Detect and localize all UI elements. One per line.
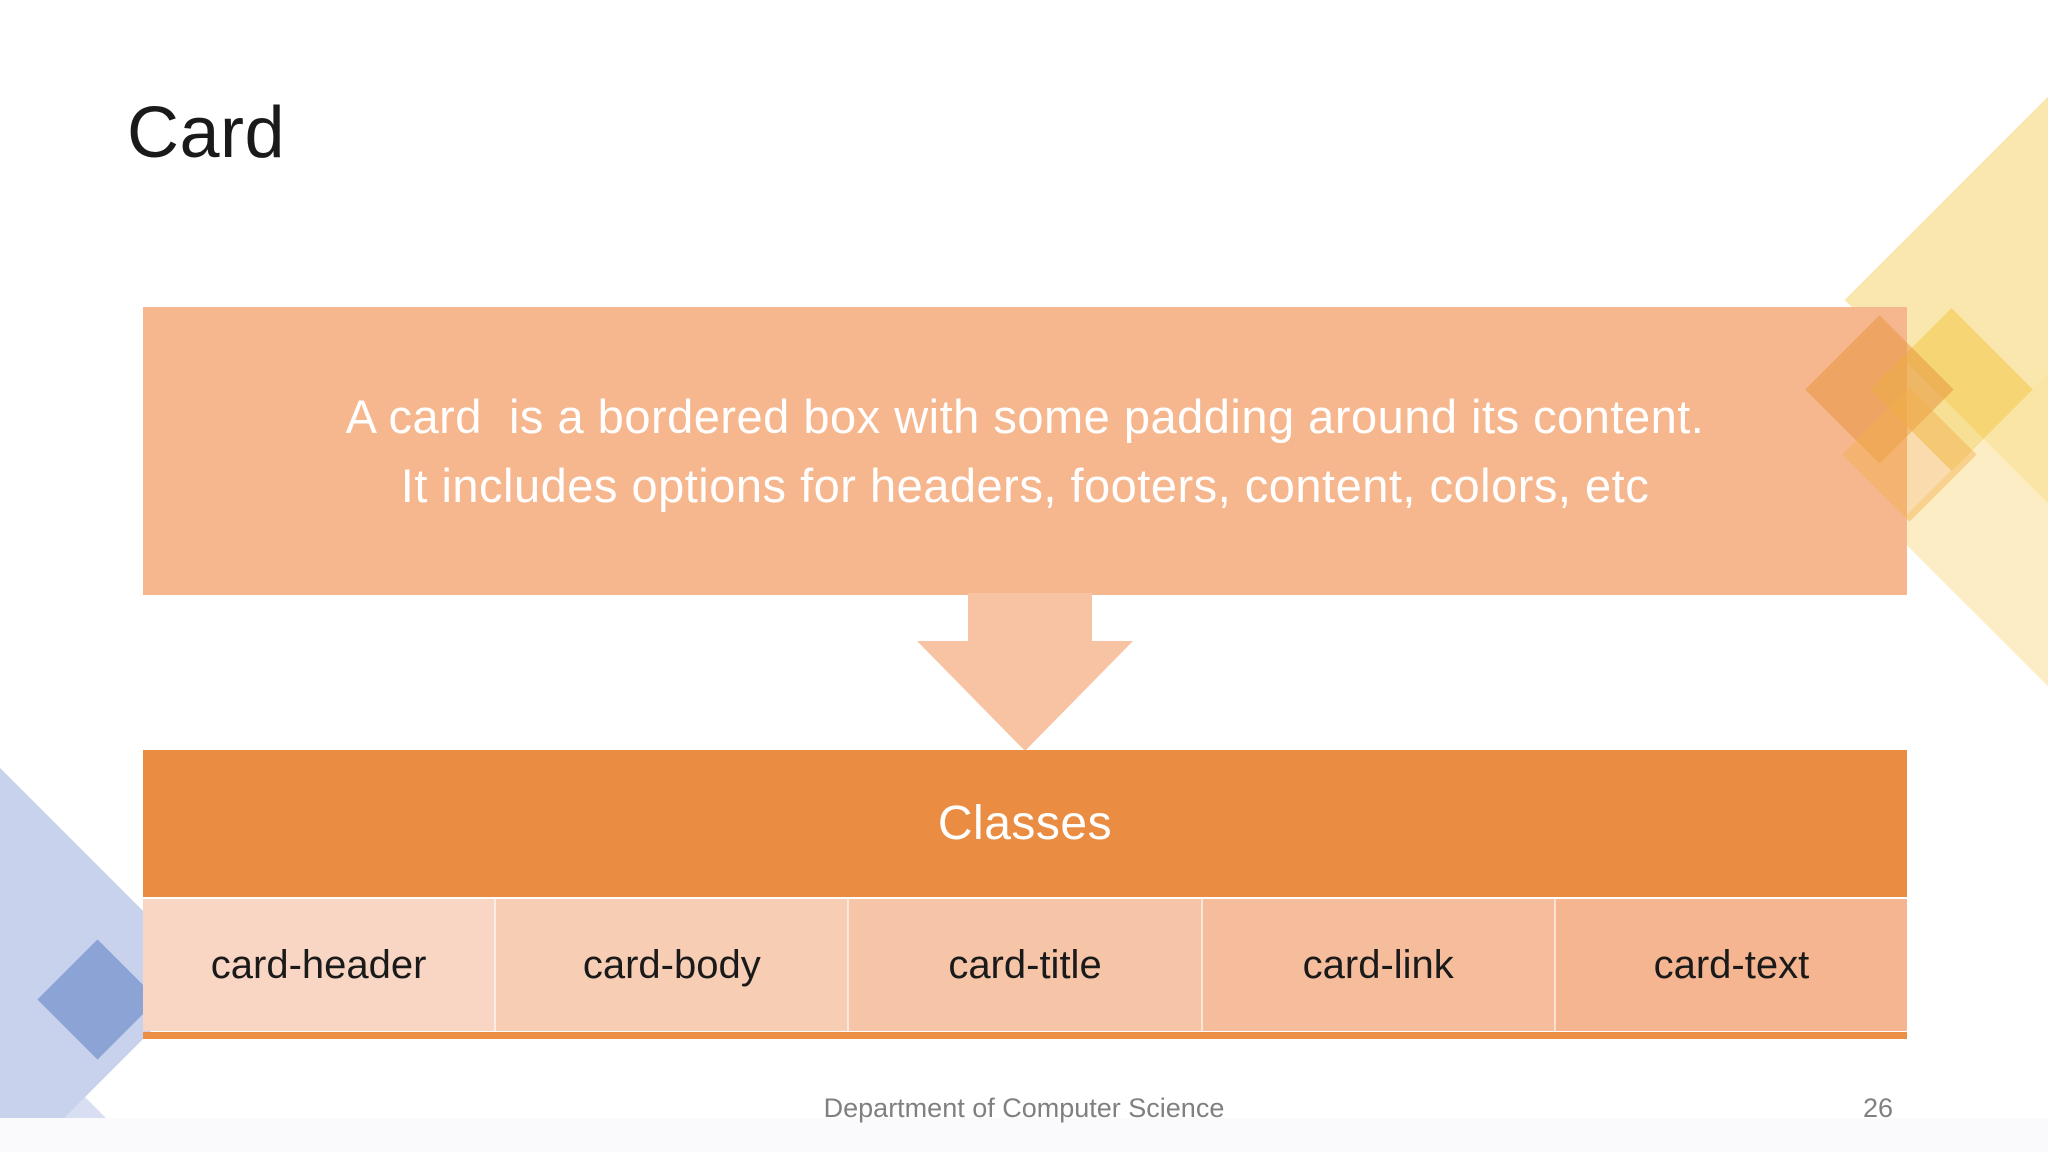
class-cell-label: card-link — [1302, 942, 1454, 987]
page-title: Card — [127, 93, 286, 173]
class-cell: card-title — [849, 899, 1203, 1031]
down-arrow-icon — [917, 593, 1133, 751]
classes-table: card-header card-body card-title card-li… — [143, 897, 1908, 1031]
description-line-1: A card is a bordered box with some paddi… — [345, 390, 1705, 443]
slide-bottom-band — [0, 1118, 2048, 1152]
class-cell: card-body — [496, 899, 850, 1031]
class-cell-label: card-header — [210, 942, 427, 987]
classes-header-label: Classes — [937, 797, 1113, 850]
description-line-2: It includes options for headers, footers… — [400, 459, 1650, 512]
class-cell: card-link — [1202, 899, 1556, 1031]
class-cell-label: card-text — [1653, 942, 1810, 987]
page-number: 26 — [1862, 1093, 1893, 1123]
class-cell: card-text — [1555, 899, 1908, 1031]
footer-department-label: Department of Computer Science — [823, 1093, 1225, 1123]
classes-header-bar: Classes — [143, 750, 1907, 897]
decor-diamond-yellow-lower-icon — [1891, 296, 2048, 764]
class-cell-label: card-body — [582, 942, 761, 987]
table-bottom-border — [143, 1032, 1907, 1039]
description-box: A card is a bordered box with some paddi… — [143, 307, 1907, 595]
class-cell: card-header — [143, 899, 497, 1031]
decor-diamond-blue-small-icon — [37, 939, 158, 1060]
class-cell-label: card-title — [948, 942, 1102, 987]
